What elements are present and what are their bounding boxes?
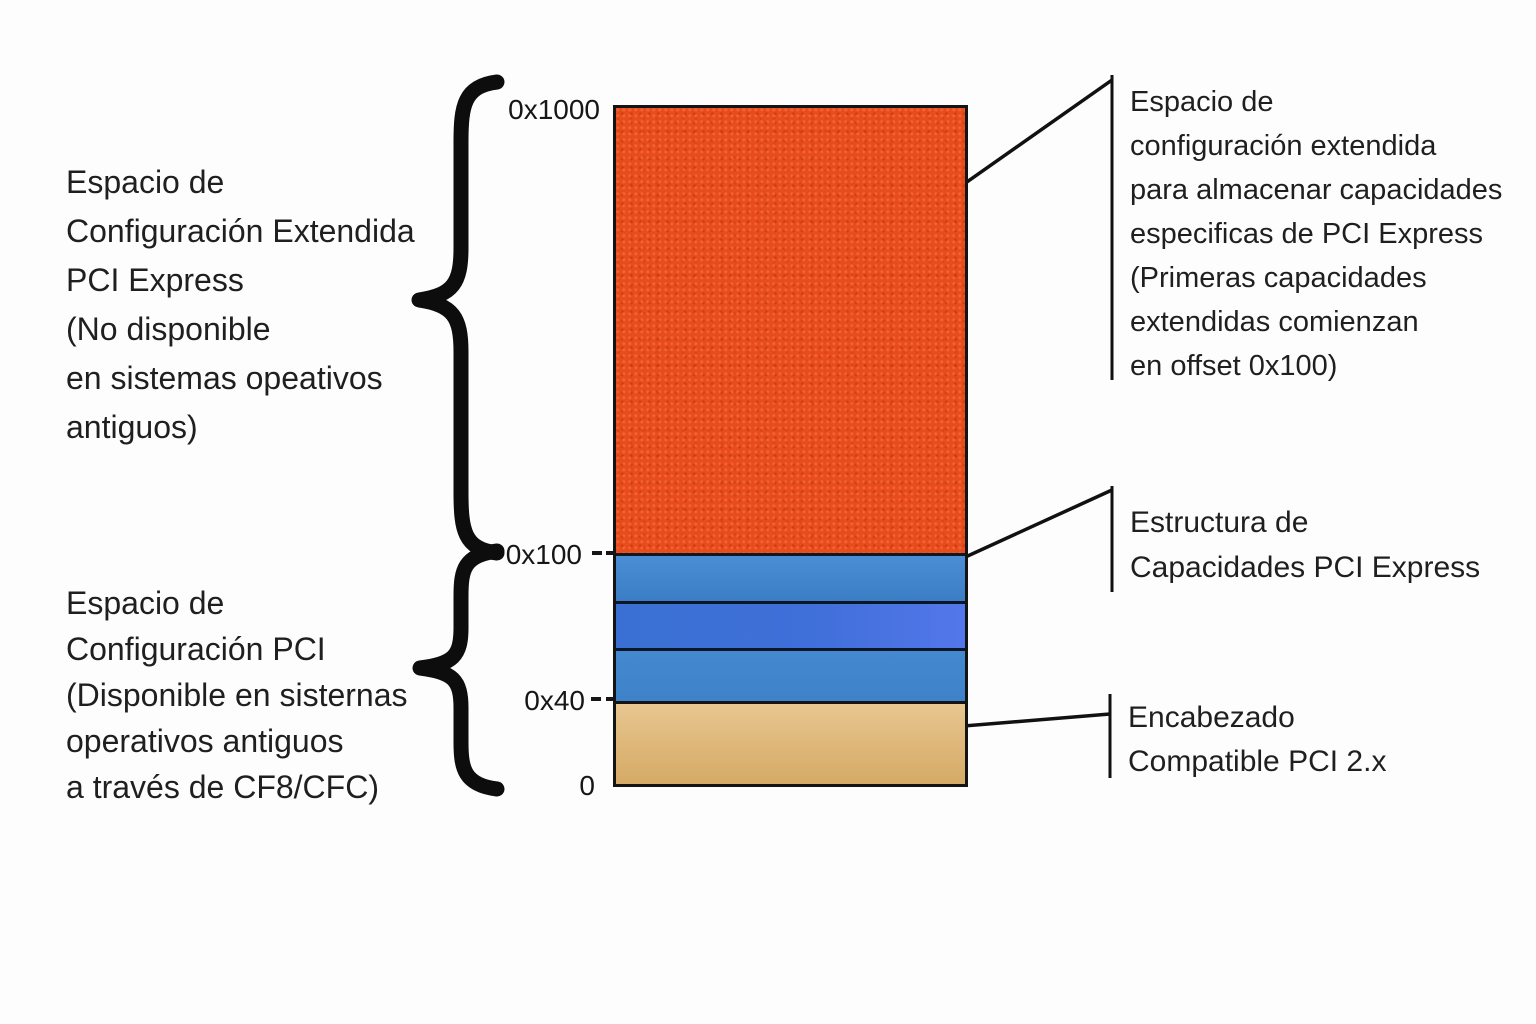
annotation-line: Estructura de <box>1130 506 1309 539</box>
label-line: a través de CF8/CFC) <box>66 769 379 805</box>
annotation-line: Espacio de <box>1130 86 1274 118</box>
annotation-line: configuración extendida <box>1130 130 1437 162</box>
label-line: Configuración PCI <box>66 631 326 667</box>
label-line: PCI Express <box>66 262 244 298</box>
section-pcie-capability-2 <box>616 601 965 648</box>
annotation-extended-desc: Espacio de configuración extendida para … <box>1130 80 1502 388</box>
annotation-line: (Primeras capacidades <box>1130 262 1427 294</box>
label-line: Espacio de <box>66 164 225 200</box>
label-line: antiguos) <box>66 409 198 445</box>
pci-space-brace <box>412 543 505 797</box>
section-extended-config <box>616 108 965 553</box>
section-pcie-capability-1 <box>616 553 965 601</box>
tick-label-0x100: 0x100 <box>505 539 582 570</box>
label-line: (Disponible en sisternas <box>66 677 408 713</box>
section-pcie-capability-3 <box>616 648 965 701</box>
label-line: en sistemas opeativos <box>66 360 383 396</box>
annotation-line: Compatible PCI 2.x <box>1128 745 1387 778</box>
config-space-bar <box>613 105 968 787</box>
annotation-line: para almacenar capacidades <box>1130 174 1503 206</box>
label-extended-config-space: Espacio de Configuración Extendida PCI E… <box>66 158 415 452</box>
annotation-line: extendidas comienzan <box>1130 306 1419 338</box>
section-pci-header <box>616 701 965 784</box>
annotation-line: especificas de PCI Express <box>1130 218 1483 250</box>
annotation-line: Encabezado <box>1128 701 1295 734</box>
annotation-line: en offset 0x100) <box>1130 350 1338 382</box>
tick-label-0x1000: 0x1000 <box>508 94 600 125</box>
label-line: Espacio de <box>66 585 225 621</box>
label-line: (No disponible <box>66 311 271 347</box>
label-line: Configuración Extendida <box>66 213 415 249</box>
extended-space-brace <box>411 74 505 561</box>
label-pci-config-space: Espacio de Configuración PCI (Disponible… <box>66 580 408 810</box>
annotation-line: Capacidades PCI Express <box>1130 551 1481 584</box>
label-line: operativos antiguos <box>66 723 344 759</box>
annotation-pci-header: Encabezado Compatible PCI 2.x <box>1128 696 1386 784</box>
tick-label-0x40: 0x40 <box>524 685 585 716</box>
annotation-capabilities-structure: Estructura de Capacidades PCI Express <box>1130 500 1480 590</box>
tick-label-0: 0 <box>579 770 595 801</box>
